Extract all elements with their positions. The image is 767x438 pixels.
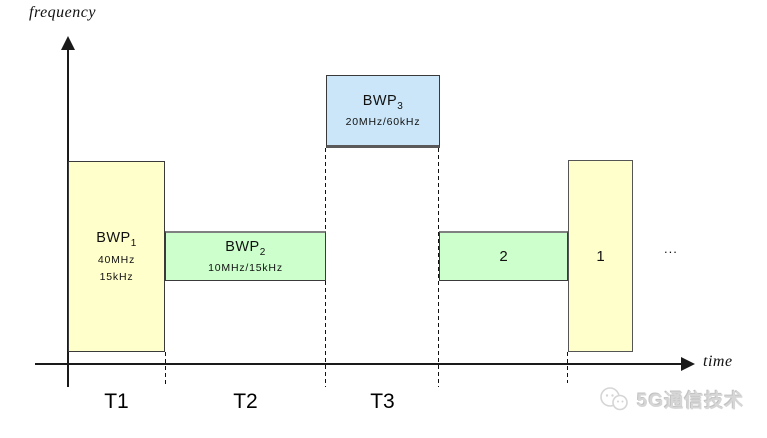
time-period-label-t3: T3 <box>370 390 395 413</box>
time-axis-line <box>35 363 685 365</box>
watermark: 5G通信技术 <box>599 386 744 413</box>
time-axis-arrow-icon <box>681 357 695 371</box>
time-period-label-t1: T1 <box>104 390 129 413</box>
watermark-text: 5G通信技术 <box>637 391 745 412</box>
time-boundary-t3-t4 <box>438 148 439 387</box>
frequency-axis-arrow-icon <box>61 36 75 50</box>
frequency-axis-line <box>67 38 69 387</box>
time-boundary-t1-t2 <box>165 352 166 387</box>
bwp3-block: BWP3 20MHz/60kHz <box>326 75 440 148</box>
bwp1-spec-scs: 15kHz <box>99 270 134 283</box>
continuation-ellipsis: ... <box>664 241 678 256</box>
bwp2-block: BWP2 10MHz/15kHz <box>165 231 326 281</box>
bwp3-spec: 20MHz/60kHz <box>345 116 421 129</box>
bwp1-repeat-label: 1 <box>596 247 605 265</box>
time-period-label-t2: T2 <box>233 390 258 413</box>
time-boundary-t4-t5 <box>567 352 568 383</box>
bwp1-spec-bandwidth: 40MHz <box>97 253 136 266</box>
bwp2-repeat-label: 2 <box>499 248 508 265</box>
frequency-axis-label: frequency <box>29 4 96 21</box>
bwp2-spec: 10MHz/15kHz <box>208 262 283 275</box>
bwp1-title: BWP1 <box>96 230 137 249</box>
bwp3-title: BWP3 <box>362 92 404 112</box>
time-axis-label: time <box>703 353 733 370</box>
bwp2-repeat-block: 2 <box>439 231 568 281</box>
wechat-icon <box>600 387 628 411</box>
bwp2-title: BWP2 <box>225 238 266 258</box>
bwp1-block: BWP1 40MHz 15kHz <box>68 161 165 352</box>
bwp1-repeat-block: 1 <box>568 160 633 352</box>
